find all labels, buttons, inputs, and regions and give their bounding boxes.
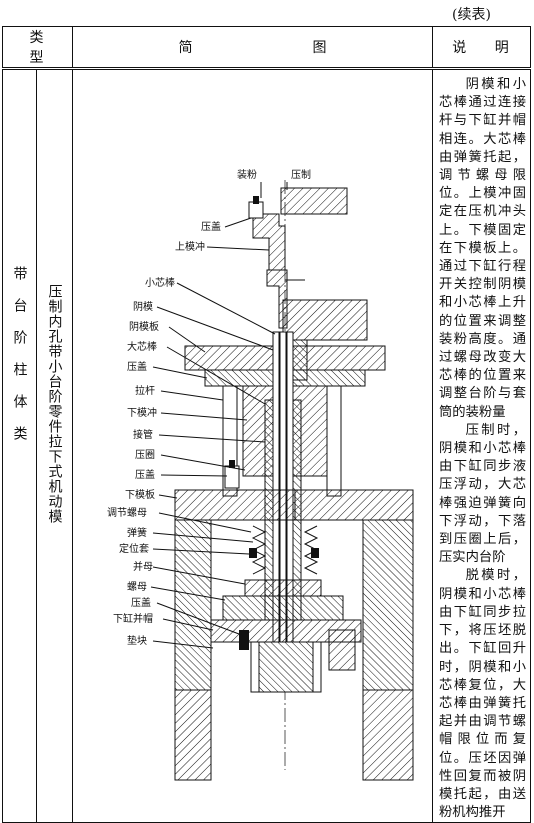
label-core-small: 小芯棒 [145,276,175,289]
continued-label: (续表) [452,7,491,23]
category-text: 带台阶柱体类 [11,266,28,458]
label-die: 阴模 [133,301,153,313]
note-pressing: 压制时，阴模和小芯棒由下缸同步液压浮动，大芯棒强迫弹簧向下浮动，下落到压圈上后，… [439,422,527,566]
mold-table: 类 型 简 图 说 明 带台阶柱体类 压制内孔带小台阶零件拉下式机动模 [1,26,532,823]
subtype-text: 压制内孔带小台阶零件拉下式机动模 [46,284,63,524]
label-die-plate: 阴模板 [129,320,159,333]
label-cover3: 压盖 [131,596,151,609]
description-cell: 阴模和小芯棒通过连接杆与下缸并帽相连。大芯棒由弹簧托起，调节螺母限位。上模冲固定… [432,67,532,823]
label-cover-top: 压盖 [201,220,221,233]
label-cover2: 压盖 [135,468,155,481]
header-diagram-right: 图 [312,40,327,56]
header-diagram: 简 图 [72,26,434,70]
label-fill: 装粉 [237,168,257,181]
label-nut: 螺母 [127,581,147,593]
press-head [248,187,348,271]
label-lower-punch: 下模冲 [127,406,157,419]
note-structure: 阴模和小芯棒通过连接杆与下缸并帽相连。大芯棒由弹簧托起，调节螺母限位。上模冲固定… [439,77,527,420]
subtype-cell: 压制内孔带小台阶零件拉下式机动模 [35,67,74,823]
lower-plate [174,460,414,691]
label-adjust-nut: 调节螺母 [107,507,147,519]
label-pad: 垫块 [127,634,147,647]
note-demolding: 脱模时，阴模和小芯棒由下缸同步拉下，将压坯脱出。下缸回升时，阴模和小芯棒复位，大… [439,568,527,821]
label-tie-rod: 拉杆 [135,384,155,397]
label-jam-nut: 并母 [133,560,153,573]
label-spring: 弹簧 [127,526,147,539]
header-type: 类 型 [1,26,74,70]
header-note: 说 明 [432,26,532,70]
diagram-cell: 装粉 压制 压盖 上模冲 小芯棒 阴模 阴模板 大芯棒 压盖 [72,67,434,823]
label-core-big: 大芯棒 [127,340,157,353]
table-row: 带台阶柱体类 压制内孔带小台阶零件拉下式机动模 [2,67,532,823]
label-upper-punch: 上模冲 [175,240,205,253]
table-header: 类 型 简 图 说 明 [1,26,532,70]
label-lower-plate: 下模板 [125,488,155,501]
lower-cylinder [210,619,362,693]
label-cover: 压盖 [127,360,147,373]
diagram-labels: 装粉 压制 压盖 上模冲 小芯棒 阴模 阴模板 大芯棒 压盖 [107,168,311,649]
label-press-ring: 压圈 [135,449,155,461]
label-lower-cap: 下缸并帽 [113,612,153,625]
label-adapter-tube: 接管 [133,428,153,441]
description: 阴模和小芯棒通过连接杆与下缸并帽相连。大芯棒由弹簧托起，调节螺母限位。上模冲固定… [433,70,530,822]
header-diagram-left: 简 [178,40,193,56]
label-press: 压制 [291,168,311,181]
mold-diagram: 装粉 压制 压盖 上模冲 小芯棒 阴模 阴模板 大芯棒 压盖 [107,168,414,781]
label-locator: 定位套 [119,542,149,555]
category-cell: 带台阶柱体类 [2,67,37,823]
frame-legs [174,689,414,781]
